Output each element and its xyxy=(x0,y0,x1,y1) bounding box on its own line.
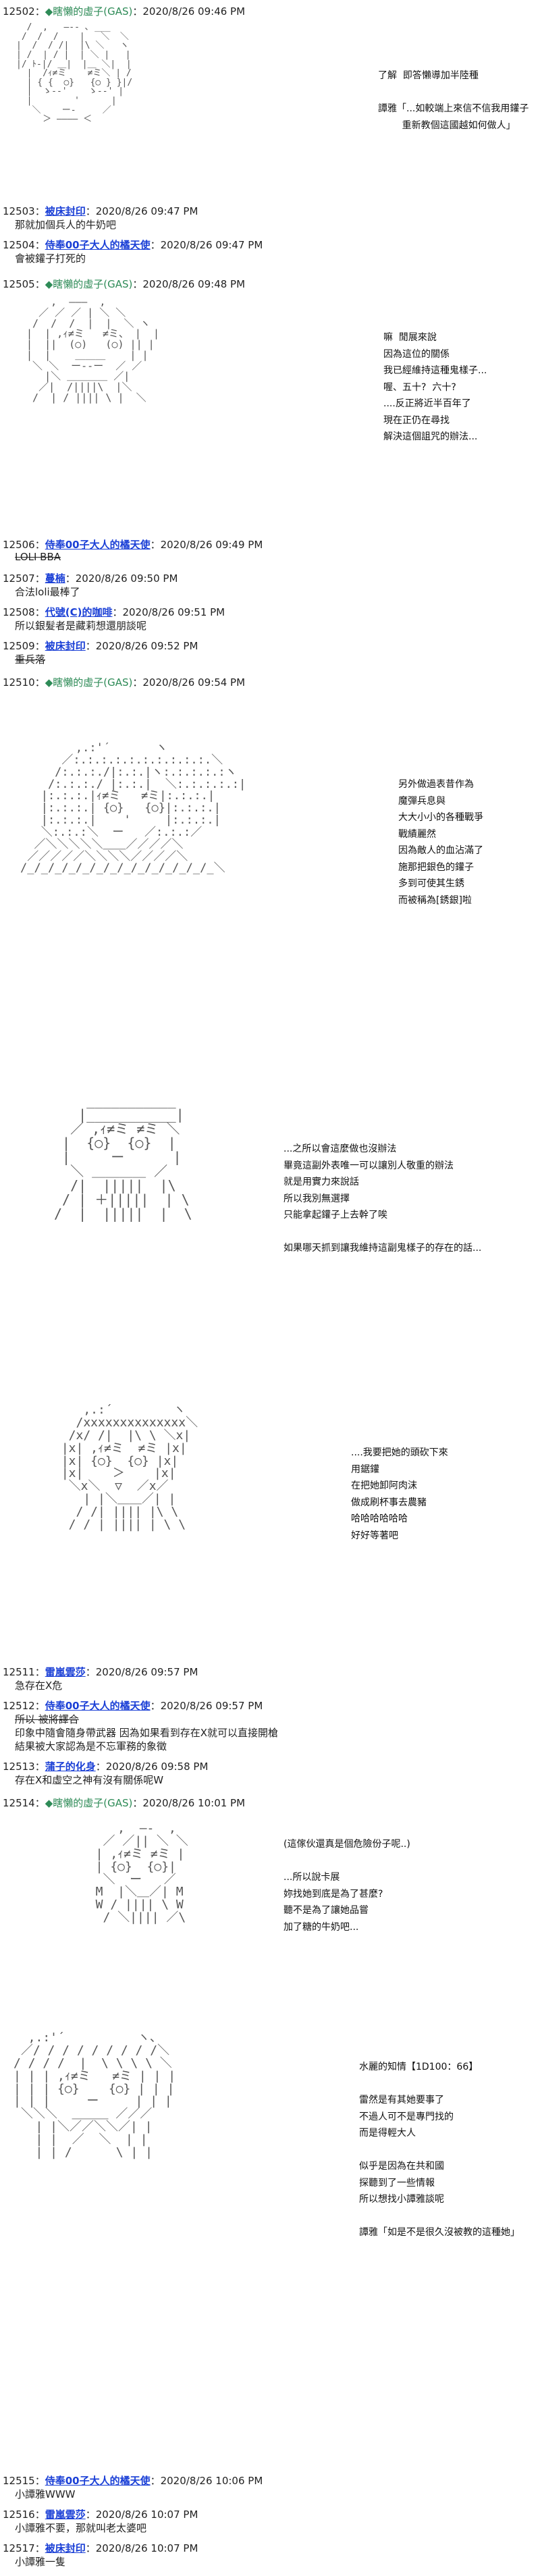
post-header: 12517：被床封印：2020/8/26 10:07 PM xyxy=(3,2541,198,2555)
post-body: 合法loli最棒了 xyxy=(15,586,80,598)
post-date: ：2020/8/26 09:58 PM xyxy=(95,1761,209,1773)
post-number: 12511： xyxy=(3,1666,45,1678)
post-number: 12508： xyxy=(3,606,45,618)
ascii-art-4: ___________ |___________| ／ ,ｨ≠ミ ≠ミ ＼ | … xyxy=(54,1094,192,1222)
post-body: 那就加個兵人的牛奶吧 xyxy=(15,219,117,231)
post-number: 12509： xyxy=(3,640,45,652)
poster-name[interactable]: 蒲子的化身 xyxy=(45,1761,96,1773)
ascii-art-1: / , ―‐- ､ ___ / / / | ＼ ＼ | / / /| |\ ＼ … xyxy=(16,23,133,125)
dialog-3: 另外做過表昔作為 魔彈兵息與 大大小小的各種戰爭 戰績麗然 因為敵人的血沾滿了 … xyxy=(398,779,483,906)
post-number: 12505： xyxy=(3,278,45,290)
post-date: ：2020/8/26 10:07 PM xyxy=(85,2508,198,2521)
post-date: ：2020/8/26 10:06 PM xyxy=(150,2475,263,2487)
post-number: 12507： xyxy=(3,572,45,585)
ascii-art-2: , ――― , ／ ／ ／ | ＼ ＼ / / / | | ＼ ヽ | | ,ｨ… xyxy=(26,297,160,404)
post-date: ：2020/8/26 09:47 PM xyxy=(150,239,263,251)
post-header: 12512：侍奉00子大人的橘天使：2020/8/26 09:57 PM xyxy=(3,1698,263,1713)
dialog-6: (這傢伙還真是個危險份子呢..) ...所以說卡展 妳找她到底是為了甚麼? 聽不… xyxy=(284,1839,410,1933)
post-date: ：2020/8/26 09:47 PM xyxy=(85,205,198,217)
post-body-line: 結果被大家認為是不忘軍務的象徵 xyxy=(15,1740,167,1752)
dialog-4: ...之所以會這麼做也沒辦法 畢竟這副外表唯一可以讓別人敬重的辦法 就是用實力來… xyxy=(284,1144,482,1254)
post-header: 12516：雷嵐雲莎：2020/8/26 10:07 PM xyxy=(3,2507,198,2521)
dialog-2: 嘛 閒展來說 因為這位的關係 我已經維持這種鬼樣子... 喔、五十? 六十? .… xyxy=(383,332,487,442)
post-date: ：2020/8/26 09:49 PM xyxy=(150,539,263,551)
ascii-art-6: , ―- , ／ ／|| ＼ ＼ | ,ｨ≠ミ ≠ミ | | {○} {○}| … xyxy=(95,1823,188,1925)
post-date: ：2020/8/26 10:07 PM xyxy=(85,2542,198,2554)
ascii-art-7: ,.:'´￣￣￣￣￣｀ヽ、 ／/ / / / / / / / /＼ / / / … xyxy=(14,2032,176,2160)
post-number: 12503： xyxy=(3,205,45,217)
post-header: 12513：蒲子的化身：2020/8/26 09:58 PM xyxy=(3,1759,208,1773)
poster-name[interactable]: ◆瞎懶的虛子(GAS) xyxy=(45,278,133,290)
dialog-5: ....我要把她的頭砍下來 用鋸鑵 在把她卸阿肉沫 做成刷杯事去農豬 哈哈哈哈哈… xyxy=(351,1447,448,1541)
post-number: 12516： xyxy=(3,2508,45,2521)
post-date: ：2020/8/26 09:57 PM xyxy=(150,1700,263,1712)
post-date: ：2020/8/26 09:48 PM xyxy=(132,278,246,290)
post-body: 急存在X危 xyxy=(15,1680,63,1692)
post-body: 小譚雅WWW xyxy=(15,2488,76,2500)
poster-name[interactable]: 被床封印 xyxy=(45,2542,86,2554)
post-number: 12502： xyxy=(3,5,45,18)
post-date: ：2020/8/26 09:54 PM xyxy=(132,676,246,689)
post-date: ：2020/8/26 09:51 PM xyxy=(112,606,225,618)
poster-name[interactable]: 雷嵐雲莎 xyxy=(45,1666,86,1678)
post-number: 12515： xyxy=(3,2475,45,2487)
poster-name[interactable]: 侍奉00子大人的橘天使 xyxy=(45,539,151,551)
dialog-7: 水麗的知情【1D100：66】 雷然是有其她要事了 不過人可不是專門找的 而是得… xyxy=(359,2062,520,2238)
post-body: 重兵落 xyxy=(15,653,46,666)
post-number: 12517： xyxy=(3,2542,45,2554)
post-date: ：2020/8/26 10:01 PM xyxy=(132,1797,246,1809)
ascii-art-5: ,.:´￣￣￣￣｀ヽ /xxxxxxxxxxxxxx＼ /x/ /| |\ \ … xyxy=(61,1404,198,1532)
post-header: 12511：雷嵐雲莎：2020/8/26 09:57 PM xyxy=(3,1665,198,1679)
post-body-line: 印象中隨會隨身帶武器 因為如果看到存在X就可以直接開槍 xyxy=(15,1727,279,1739)
post-date: ：2020/8/26 09:50 PM xyxy=(65,572,178,585)
post-number: 12512： xyxy=(3,1700,45,1712)
post-body: 小譚雅不要，那就叫老太婆吧 xyxy=(15,2522,147,2534)
post-header: 12506：侍奉00子大人的橘天使：2020/8/26 09:49 PM xyxy=(3,537,263,552)
post-header: 12504：侍奉00子大人的橘天使：2020/8/26 09:47 PM xyxy=(3,238,263,252)
post-header: 12502：◆瞎懶的虛子(GAS)：2020/8/26 09:46 PM xyxy=(3,4,245,18)
post-date: ：2020/8/26 09:46 PM xyxy=(132,5,246,18)
post-body: 會被鑵子打死的 xyxy=(15,252,86,265)
post-number: 12513： xyxy=(3,1761,45,1773)
dialog-1: 了解 即答懶導加半陸種 譚雅「...如較端上來信不信我用鑵子 重新教個這國越如何… xyxy=(378,70,529,131)
post-date: ：2020/8/26 09:57 PM xyxy=(85,1666,198,1678)
poster-name[interactable]: 雷嵐雲莎 xyxy=(45,2508,86,2521)
post-header: 12515：侍奉00子大人的橘天使：2020/8/26 10:06 PM xyxy=(3,2473,263,2488)
post-header: 12508：代號(C)的咖啡：2020/8/26 09:51 PM xyxy=(3,605,225,619)
post-header: 12507：蔓楠：2020/8/26 09:50 PM xyxy=(3,571,178,585)
poster-name[interactable]: 被床封印 xyxy=(45,640,86,652)
poster-name[interactable]: 侍奉00子大人的橘天使 xyxy=(45,2475,151,2487)
post-date: ：2020/8/26 09:52 PM xyxy=(85,640,198,652)
post-number: 12504： xyxy=(3,239,45,251)
post-body: LOLI BBA xyxy=(15,551,61,563)
poster-name[interactable]: ◆瞎懶的虛子(GAS) xyxy=(45,5,133,18)
post-number: 12514： xyxy=(3,1797,45,1809)
post-body: 小譚雅一隻 xyxy=(15,2556,66,2568)
post-body: 存在X和虛空之神有沒有關係呢W xyxy=(15,1774,164,1786)
post-header: 12509：被床封印：2020/8/26 09:52 PM xyxy=(3,639,198,653)
post-header: 12505：◆瞎懶的虛子(GAS)：2020/8/26 09:48 PM xyxy=(3,277,245,291)
poster-name[interactable]: 被床封印 xyxy=(45,205,86,217)
post-number: 12506： xyxy=(3,539,45,551)
poster-name[interactable]: ◆瞎懶的虛子(GAS) xyxy=(45,1797,133,1809)
poster-name[interactable]: 代號(C)的咖啡 xyxy=(45,606,113,618)
poster-name[interactable]: 侍奉00子大人的橘天使 xyxy=(45,239,151,251)
post-header: 12510：◆瞎懶的虛子(GAS)：2020/8/26 09:54 PM xyxy=(3,675,245,689)
post-body: 所以銀髮者是藏莉想還朋談呢 xyxy=(15,620,147,632)
post-body: 所以 被將譯合 xyxy=(15,1713,79,1725)
post-header: 12503：被床封印：2020/8/26 09:47 PM xyxy=(3,204,198,218)
ascii-art-3: ,.:'´￣￣￣｀ヽ ／:.:.:.:.:.:.:.:.:.:.＼ /:.:.:… xyxy=(20,743,246,876)
post-number: 12510： xyxy=(3,676,45,689)
poster-name[interactable]: 侍奉00子大人的橘天使 xyxy=(45,1700,151,1712)
post-header: 12514：◆瞎懶的虛子(GAS)：2020/8/26 10:01 PM xyxy=(3,1796,245,1810)
poster-name[interactable]: 蔓楠 xyxy=(45,572,65,585)
poster-name[interactable]: ◆瞎懶的虛子(GAS) xyxy=(45,676,133,689)
